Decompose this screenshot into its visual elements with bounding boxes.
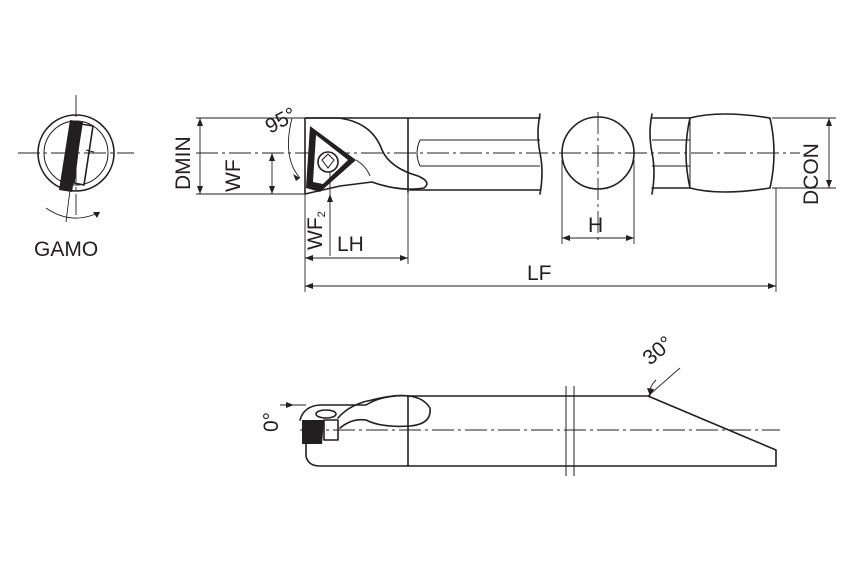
- angle-0-label: 0°: [260, 412, 283, 432]
- lf-arrow-right: [768, 283, 776, 289]
- side-clamp-arm: [337, 394, 431, 429]
- end-view-holder-face: [73, 123, 94, 186]
- h-arrow-right: [626, 235, 634, 241]
- dcon-label: DCON: [800, 143, 823, 205]
- side-clamp-block: [323, 419, 339, 441]
- insert-face: [313, 135, 348, 184]
- angle-30-label: 30°: [638, 332, 677, 370]
- side-view: 30° 0°: [260, 332, 780, 476]
- end-view-insert: [59, 120, 83, 192]
- side-body-outline: [305, 394, 777, 467]
- chip-breaker-line: [355, 159, 371, 177]
- wf2-arrow: [327, 194, 333, 202]
- lh-arrow-right: [400, 255, 408, 261]
- gamo-label: GAMO: [34, 238, 98, 261]
- clamp-screw: [317, 151, 339, 173]
- h-arrow-left: [562, 235, 570, 241]
- coolant-slot: [416, 139, 540, 167]
- top-view: DMIN WF 95° WF2 LH H LF: [172, 103, 836, 292]
- tail-taper: [685, 117, 691, 189]
- tail-end-outline: [651, 113, 775, 193]
- side-insert: [302, 420, 324, 444]
- side-break-lines: [565, 386, 575, 476]
- wf2-label-main: WF: [304, 217, 327, 250]
- dcon-arrow-bottom: [826, 180, 832, 188]
- angle-30-arrow: [647, 388, 654, 396]
- wf-arrow-bottom: [269, 186, 275, 194]
- break-line-left: [537, 113, 543, 195]
- lh-label: LH: [337, 233, 364, 256]
- dmin-arrow-top: [197, 118, 203, 126]
- side-head-top: [299, 404, 321, 421]
- angle-30-ext: [647, 367, 681, 397]
- gamo-arc: [45, 207, 101, 219]
- lf-arrow-left: [305, 283, 313, 289]
- end-view-clamp-line: [85, 149, 95, 153]
- lh-arrow-left: [305, 255, 313, 261]
- head-outline: [304, 117, 428, 195]
- angle-95-arrow: [293, 174, 300, 181]
- wf2-label-sub: 2: [316, 211, 328, 217]
- dmin-arrow-bottom: [197, 186, 203, 194]
- angle-95-label: 95°: [262, 103, 301, 138]
- wf2-label: WF2: [304, 211, 328, 250]
- angle-95-arc: [287, 117, 301, 179]
- tail-slot: [652, 139, 690, 167]
- gamo-arrow: [93, 212, 100, 218]
- break-line-right: [649, 113, 655, 195]
- h-label: H: [588, 214, 603, 237]
- side-screw-head: [315, 409, 337, 419]
- dmin-label: DMIN: [172, 136, 195, 190]
- wf-arrow-top: [269, 153, 275, 161]
- torx-socket: [321, 153, 335, 169]
- end-view: GAMO: [18, 95, 134, 261]
- dcon-arrow-top: [826, 118, 832, 126]
- wf-label: WF: [222, 159, 245, 192]
- gamo-leader: [65, 189, 71, 223]
- angle-0-arrow: [286, 402, 294, 408]
- lf-label: LF: [527, 262, 552, 285]
